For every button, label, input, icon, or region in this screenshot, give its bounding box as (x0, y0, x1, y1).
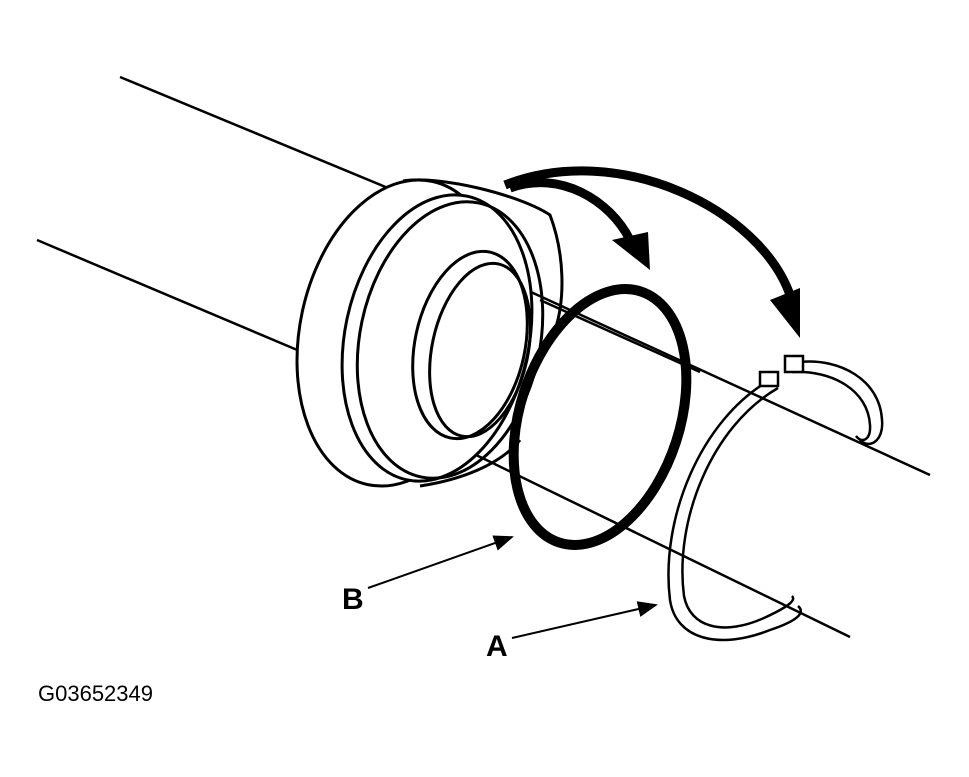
leader-line-b (367, 535, 514, 589)
seal-ring-b (508, 284, 701, 550)
leader-line-a (511, 601, 658, 639)
rotation-arrow-outer (503, 166, 800, 338)
callout-b: B (342, 583, 364, 616)
seal-ring-a (667, 354, 884, 642)
figure-id: G03652349 (38, 681, 153, 706)
rotation-arrow-inner (508, 178, 650, 270)
callout-a: A (486, 630, 508, 663)
shaft-collar (295, 178, 564, 488)
